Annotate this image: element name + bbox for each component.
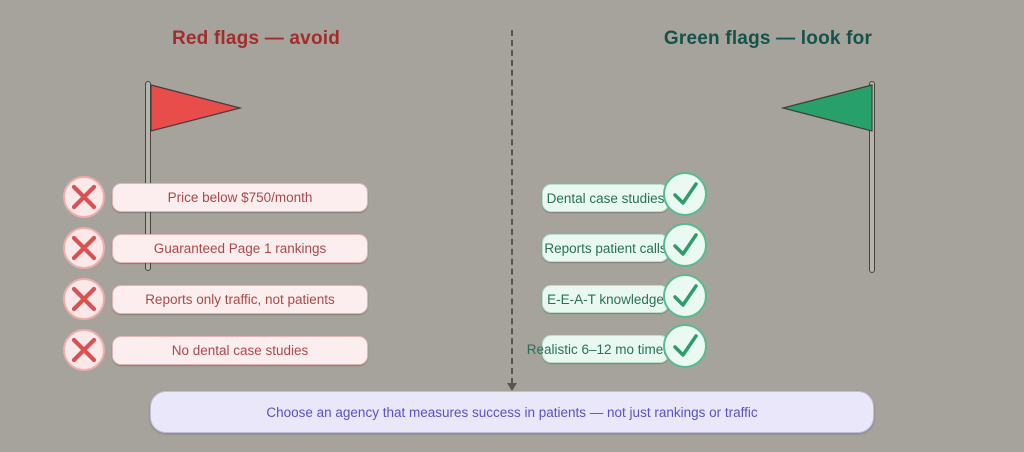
green-flags-title: Green flags — look for — [663, 28, 873, 49]
center-divider-dashed-line — [511, 30, 513, 384]
check-icon — [663, 172, 707, 216]
divider-arrow-down-icon — [507, 383, 517, 391]
x-icon — [63, 278, 105, 320]
green-flag-item: Realistic 6–12 mo timeline — [527, 335, 684, 363]
green-flag-item: Reports patient calls — [542, 234, 669, 262]
x-icon — [63, 227, 105, 269]
conclusion-banner: Choose an agency that measures success i… — [150, 391, 874, 433]
red-flag-item: No dental case studies — [112, 336, 368, 365]
red-flag-item-label: Guaranteed Page 1 rankings — [153, 241, 327, 256]
green-flag-item-label: Reports patient calls — [544, 240, 667, 256]
conclusion-banner-text: Choose an agency that measures success i… — [266, 404, 758, 420]
green-flag-item-label: E-E-A-T knowledge — [547, 291, 664, 307]
green-flag-item-label: Dental case studies — [546, 190, 665, 206]
red-flags-title: Red flags — avoid — [171, 28, 341, 49]
red-flag-item: Reports only traffic, not patients — [112, 285, 368, 314]
check-icon — [663, 274, 707, 318]
red-flag-item: Price below $750/month — [112, 183, 368, 212]
green-flag-icon — [781, 84, 873, 132]
check-icon — [663, 223, 707, 267]
red-flag-item-label: Price below $750/month — [167, 190, 313, 205]
red-flag-item-label: Reports only traffic, not patients — [145, 292, 335, 307]
green-flag-item: Dental case studies — [542, 184, 669, 212]
check-icon — [663, 324, 707, 368]
red-flag-item-label: No dental case studies — [171, 343, 309, 358]
green-flagpole — [869, 81, 875, 273]
green-flag-item: E-E-A-T knowledge — [542, 285, 669, 313]
x-icon — [63, 176, 105, 218]
red-flag-icon — [150, 84, 242, 132]
red-flagpole — [145, 81, 151, 271]
x-icon — [63, 329, 105, 371]
green-flag-item-label: Realistic 6–12 mo timeline — [526, 341, 685, 357]
red-flag-item: Guaranteed Page 1 rankings — [112, 234, 368, 263]
